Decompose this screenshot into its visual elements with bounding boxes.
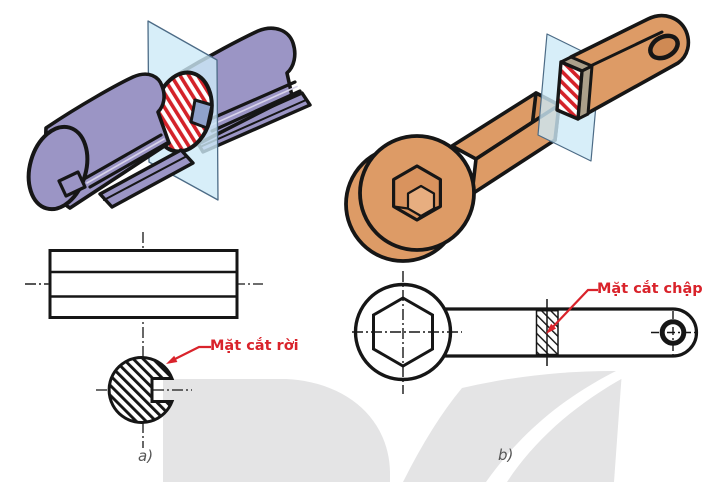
caption-b: b) [498,446,514,464]
leader-line-b [546,288,598,334]
keyway-notch-a [189,98,214,130]
caption-a: a) [138,447,154,465]
callout-mat-cat-chap: Mặt cắt chập [597,281,703,297]
hex-socket [392,164,442,222]
watermark-logo [163,370,632,482]
callout-mat-cat-roi: Mặt cắt rời [210,338,299,354]
end-hole [648,33,680,61]
front-view-cylinder [25,232,263,448]
cut-face-b [555,60,584,121]
wrench-end-piece [555,13,691,121]
pictorial-cylinder-cut [26,20,312,212]
leader-line-a [166,345,211,364]
removed-section [96,345,211,424]
front-view-wrench [352,271,699,394]
pictorial-wrench-cut [344,13,691,263]
cylinder-front-half [26,72,195,212]
